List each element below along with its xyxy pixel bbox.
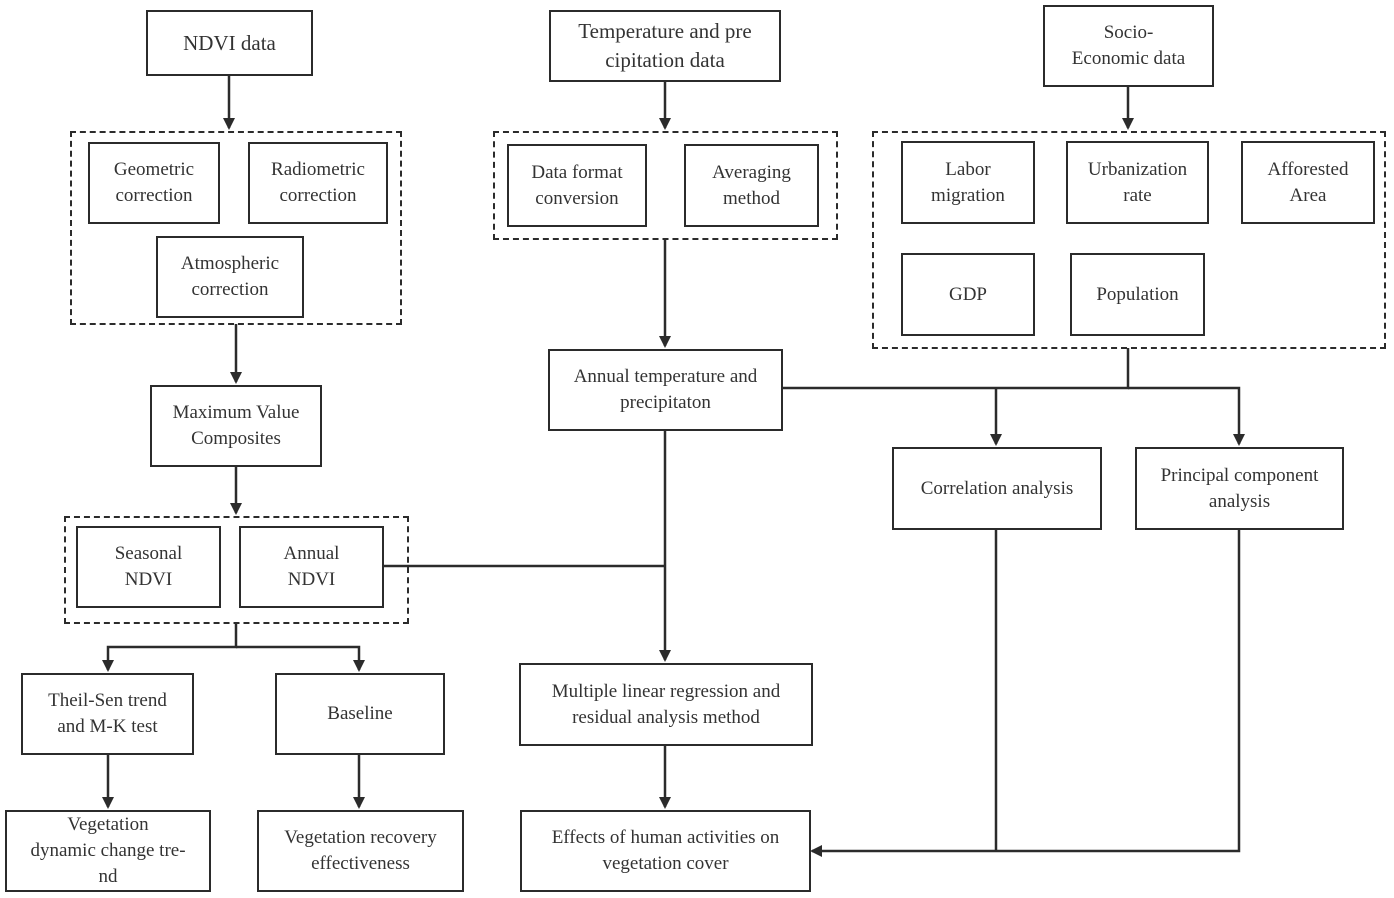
ndvi-preprocessing-group bbox=[70, 131, 402, 325]
radiometric-correction-node: Radiometric correction bbox=[248, 142, 388, 224]
afforested-area-node: Afforested Area bbox=[1241, 141, 1375, 224]
vegetation-dynamic-change-trend-node: Vegetation dynamic change tre- nd bbox=[5, 810, 211, 892]
arrow-ndvi-products-to-theil-sen bbox=[102, 623, 238, 672]
urbanization-rate-node: Urbanization rate bbox=[1066, 141, 1209, 224]
effects-of-human-activities-node: Effects of human activities on vegetatio… bbox=[520, 810, 811, 892]
principal-component-analysis-node: Principal component analysis bbox=[1135, 447, 1344, 530]
arrow-to-principal-component-analysis bbox=[1128, 386, 1245, 446]
arrow-pca-to-effects bbox=[810, 528, 1241, 857]
socio-economic-data-node: Socio- Economic data bbox=[1043, 5, 1214, 87]
population-node: Population bbox=[1070, 253, 1205, 336]
ndvi-products-group bbox=[64, 516, 409, 624]
gdp-node: GDP bbox=[901, 253, 1035, 336]
labor-migration-node: Labor migration bbox=[901, 141, 1035, 224]
arrow-ndvi-products-to-baseline bbox=[236, 645, 365, 672]
maximum-value-composites-node: Maximum Value Composites bbox=[150, 385, 322, 467]
seasonal-ndvi-node: Seasonal NDVI bbox=[76, 526, 221, 608]
connector-indicators-to-annual-temp-line bbox=[782, 348, 1130, 390]
annual-ndvi-node: Annual NDVI bbox=[239, 526, 384, 608]
vegetation-recovery-effectiveness-node: Vegetation recovery effectiveness bbox=[257, 810, 464, 892]
geometric-correction-node: Geometric correction bbox=[88, 142, 220, 224]
averaging-method-node: Averaging method bbox=[684, 144, 819, 227]
socio-economic-indicators-group bbox=[872, 131, 1386, 349]
annual-temperature-precipitation-node: Annual temperature and precipitaton bbox=[548, 349, 783, 431]
correlation-analysis-node: Correlation analysis bbox=[892, 447, 1102, 530]
atmospheric-correction-node: Atmospheric correction bbox=[156, 236, 304, 318]
data-format-conversion-node: Data format conversion bbox=[507, 144, 647, 227]
theil-sen-mk-test-node: Theil-Sen trend and M-K test bbox=[21, 673, 194, 755]
temperature-precipitation-data-node: Temperature and pre cipitation data bbox=[549, 10, 781, 82]
ndvi-data-node: NDVI data bbox=[146, 10, 313, 76]
multiple-linear-regression-node: Multiple linear regression and residual … bbox=[519, 663, 813, 746]
baseline-node: Baseline bbox=[275, 673, 445, 755]
climate-processing-group bbox=[493, 131, 838, 240]
